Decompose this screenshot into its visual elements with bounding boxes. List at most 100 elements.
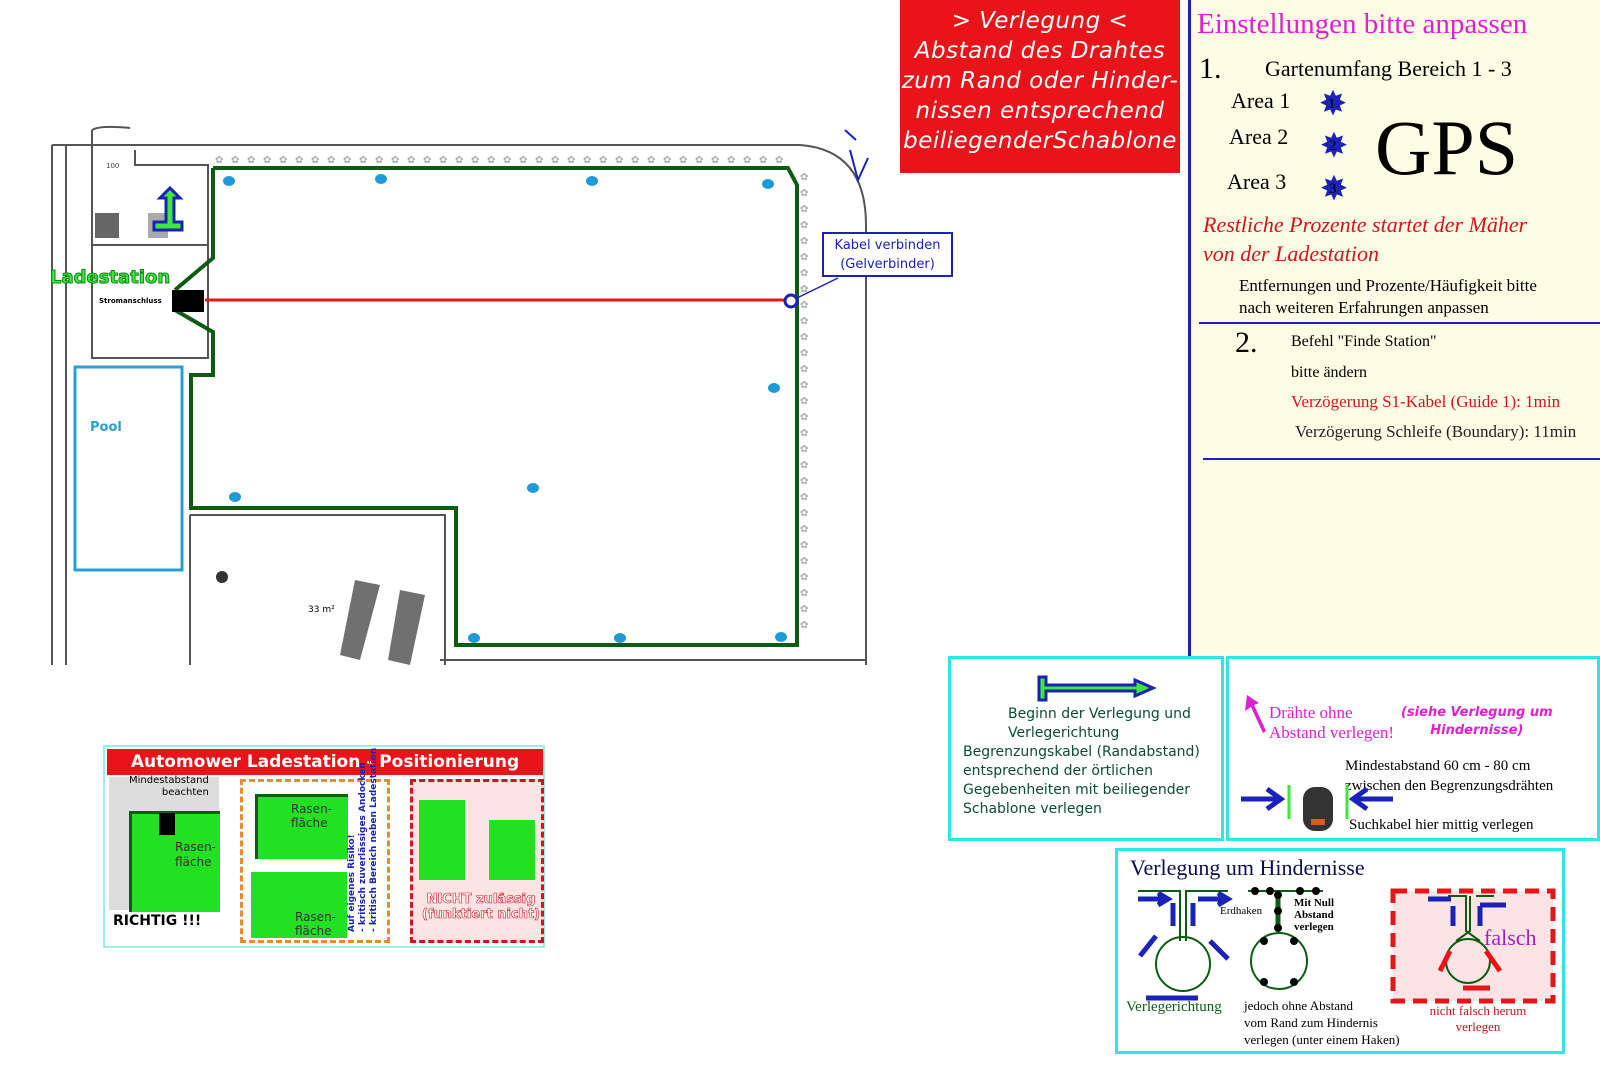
gps-point: [614, 633, 626, 643]
area-1-label: Area 1: [1231, 88, 1291, 113]
line: - kritisch Bereich neben Ladestation: [369, 747, 379, 932]
hedge-plant: ✿: [503, 155, 511, 166]
hedge-plant: ✿: [647, 155, 655, 166]
direction-label: Verlegerichtung: [1126, 999, 1222, 1015]
hedge-plant: ✿: [800, 220, 808, 231]
stromanschluss-label: Stromanschluss: [99, 297, 162, 305]
risk-note: Auf eigenes Risiko!- kritisch zuverlässi…: [347, 748, 380, 932]
hedge-plant: ✿: [295, 155, 303, 166]
pillar: [95, 213, 119, 238]
hedge-plant: ✿: [631, 155, 639, 166]
hedge-plant: ✿: [535, 155, 543, 166]
line: fläche: [295, 924, 332, 938]
hedge-plant: ✿: [231, 155, 239, 166]
hedge-plant: ✿: [800, 524, 808, 535]
line: entsprechend der örtlichen: [963, 763, 1153, 779]
hedge-plant: ✿: [343, 155, 351, 166]
hedge-plant: ✿: [800, 460, 808, 471]
hedge-plant: ✿: [743, 155, 751, 166]
hedge-plant: ✿: [800, 284, 808, 295]
rasen-label: Rasen-fläche: [291, 802, 332, 830]
falsch-label: falsch: [1484, 925, 1537, 950]
note-line: Entfernungen und Prozente/Häufigkeit bit…: [1239, 276, 1537, 295]
delay-guide: Verzögerung S1-Kabel (Guide 1): 1min: [1291, 392, 1561, 411]
hedge-plant: ✿: [423, 155, 431, 166]
hedge-plant: ✿: [263, 155, 271, 166]
hedge-plant: ✿: [599, 155, 607, 166]
hedge-plant: ✿: [800, 620, 808, 631]
cable-connector: [783, 293, 799, 309]
lawn: [419, 800, 465, 880]
hedge-plant: ✿: [800, 380, 808, 391]
hedge-plant: ✿: [800, 428, 808, 439]
hedge-plant: ✿: [800, 572, 808, 583]
gps-label: GPS: [1375, 104, 1519, 191]
line: NICHT zulässig: [426, 892, 536, 908]
settings-title: Einstellungen bitte anpassen: [1197, 8, 1528, 40]
hedge-plant: ✿: [407, 155, 415, 166]
hedge-plant: ✿: [311, 155, 319, 166]
hedge-plant: ✿: [800, 492, 808, 503]
line: Hindernisse): [1430, 723, 1524, 738]
line: Abstand verlegen!: [1269, 723, 1395, 742]
boundary-wire: [173, 166, 799, 647]
hedge-plant: ✿: [455, 155, 463, 166]
garden-map: ✿✿✿✿✿✿✿✿✿✿✿✿✿✿✿✿✿✿✿✿✿✿✿✿✿✿✿✿✿✿✿✿✿✿✿✿✿✿✿✿…: [51, 125, 869, 665]
callout-line: Kabel verbinden: [834, 238, 941, 253]
lawn: [255, 794, 348, 859]
pool-label: Pool: [90, 420, 122, 435]
lawn: [489, 820, 535, 880]
station-icon: [159, 813, 175, 835]
hedge-plant: ✿: [800, 172, 808, 183]
header-line: zum Rand oder Hinder-: [901, 68, 1179, 94]
line: nicht falsch herum: [1429, 1003, 1527, 1018]
positioning-title: Automower Ladestation - Positionierung: [107, 749, 543, 775]
cable-connect-callout: Kabel verbinden (Gelverbinder): [822, 232, 953, 277]
gps-point: [775, 632, 787, 642]
arrow-up-icon: [1245, 695, 1266, 733]
line: - kritisch zuverlässiges Andocken: [358, 762, 368, 932]
line: Schablone verlegen: [963, 801, 1102, 817]
hedge-plant: ✿: [279, 155, 287, 166]
header-line: Abstand des Drahtes: [914, 38, 1166, 64]
line: verlegen (unter einem Haken): [1244, 1032, 1400, 1047]
hedge-plant: ✿: [775, 155, 783, 166]
hedge-plant: ✿: [567, 155, 575, 166]
hedge-plant: ✿: [800, 316, 808, 327]
lawn: [251, 872, 347, 938]
hedge-plant: ✿: [695, 155, 703, 166]
hedge-plant: ✿: [359, 155, 367, 166]
divider: [1203, 458, 1600, 460]
hedge-plant: ✿: [551, 155, 559, 166]
line: verlegen: [1455, 1019, 1501, 1034]
line: Verlegerichtung: [1008, 725, 1120, 741]
header-line: beiliegenderSchablone: [903, 128, 1177, 154]
laying-instructions-box: > Verlegung < Abstand des Drahtes zum Ra…: [900, 0, 1180, 173]
hedge-plant: ✿: [759, 155, 767, 166]
charging-station: [172, 290, 204, 312]
divider: [1199, 322, 1600, 324]
rest-percent-line: Restliche Prozente startet der Mäher: [1203, 212, 1528, 237]
hedge-plant: ✿: [487, 155, 495, 166]
obstacle-laying-box: Verlegung um Hindernisse falsch Erdhaken…: [1115, 848, 1565, 1054]
ladestation-label: Ladestation: [49, 267, 171, 289]
section-1-number: 1.: [1199, 52, 1222, 85]
line: Mindestabstand: [129, 775, 209, 786]
gps-point: [468, 633, 480, 643]
hedge-plant: ✿: [800, 300, 808, 311]
obstacle-title: Verlegung um Hindernisse: [1130, 855, 1365, 880]
hedge-plant: ✿: [800, 556, 808, 567]
line: Gegebenheiten mit beiliegender: [963, 782, 1191, 798]
area-2-badge: 2: [1329, 138, 1337, 154]
hedge-plant: ✿: [583, 155, 591, 166]
section-2-sub: bitte ändern: [1291, 364, 1367, 381]
hedge-plant: ✿: [800, 268, 808, 279]
hedge-plant: ✿: [519, 155, 527, 166]
section-2-title: Befehl "Finde Station": [1291, 333, 1437, 350]
line: Abstand: [1294, 909, 1334, 921]
line: beachten: [161, 787, 209, 798]
erdhaken-label: Erdhaken: [1220, 905, 1263, 917]
